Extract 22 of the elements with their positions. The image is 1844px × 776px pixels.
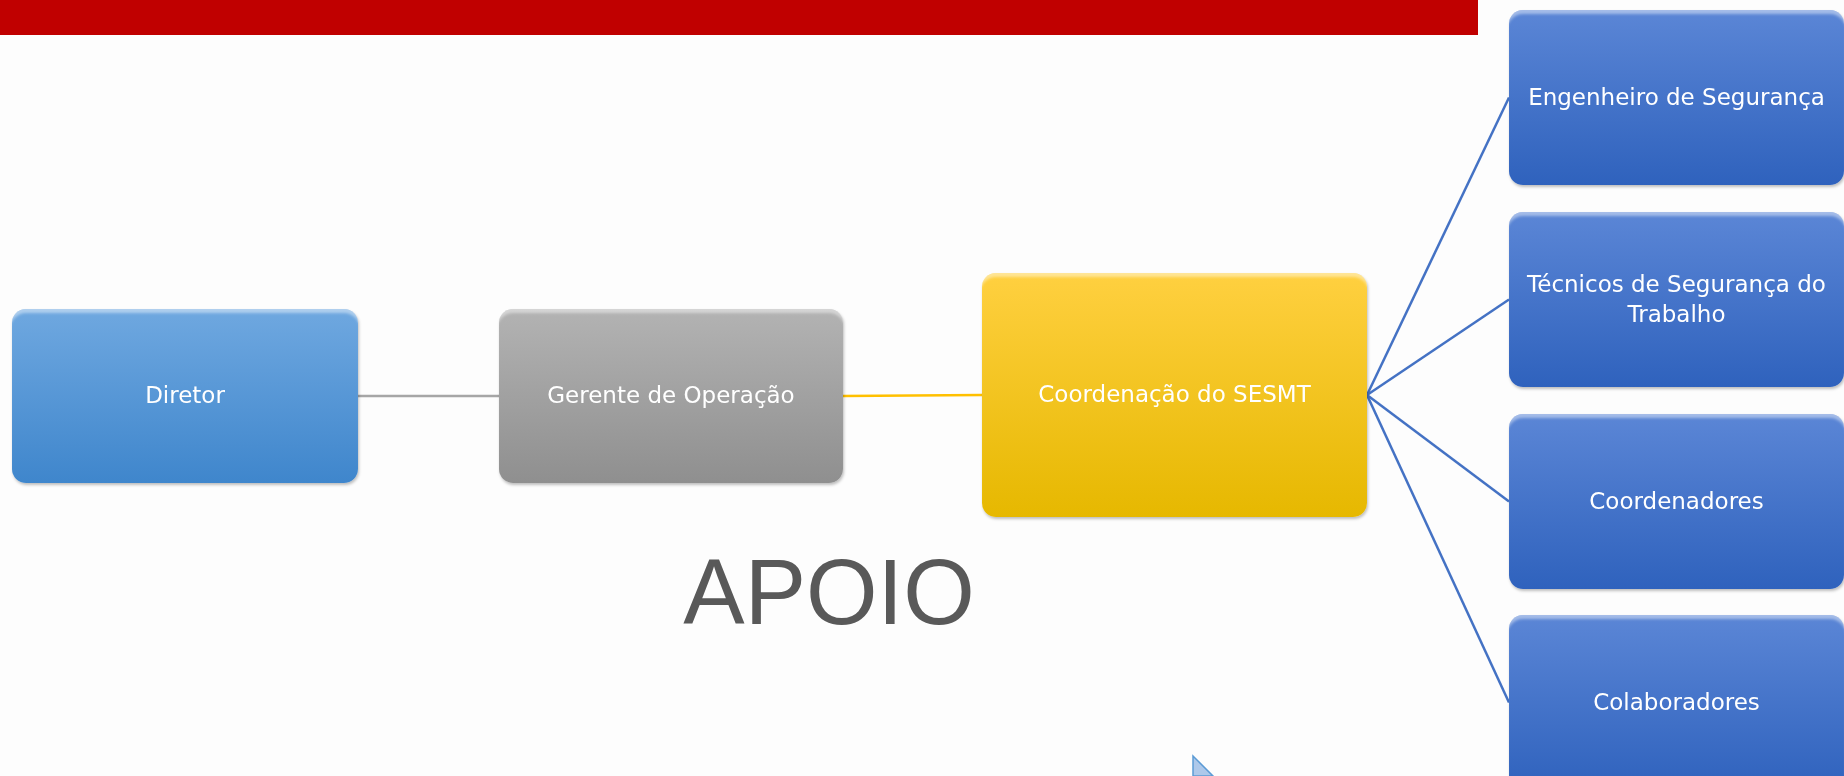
process-box — [1509, 615, 1844, 776]
box-label: Colaboradores — [1593, 687, 1760, 717]
box-label: Gerente de Operação — [547, 381, 795, 411]
connector-line — [1365, 394, 1511, 704]
connector-line — [1366, 394, 1510, 503]
connector-line — [358, 394, 499, 398]
process-box — [1509, 414, 1844, 589]
box-label: Coordenação do SESMT — [1038, 380, 1311, 410]
connector-line — [1365, 96, 1511, 396]
box-label: Engenheiro de Segurança — [1528, 82, 1825, 112]
process-box — [12, 309, 358, 483]
section-heading: APOIO — [682, 540, 976, 645]
process-box — [499, 309, 843, 483]
process-box — [982, 273, 1367, 517]
title-bar — [0, 0, 1478, 35]
connector-line — [1366, 298, 1510, 397]
connector-line — [843, 393, 982, 398]
box-label: Diretor — [145, 381, 225, 411]
process-box — [1509, 212, 1844, 387]
process-box — [1509, 10, 1844, 185]
box-label: Técnicos de Segurança do Trabalho — [1526, 269, 1827, 329]
box-label: Coordenadores — [1589, 486, 1764, 516]
